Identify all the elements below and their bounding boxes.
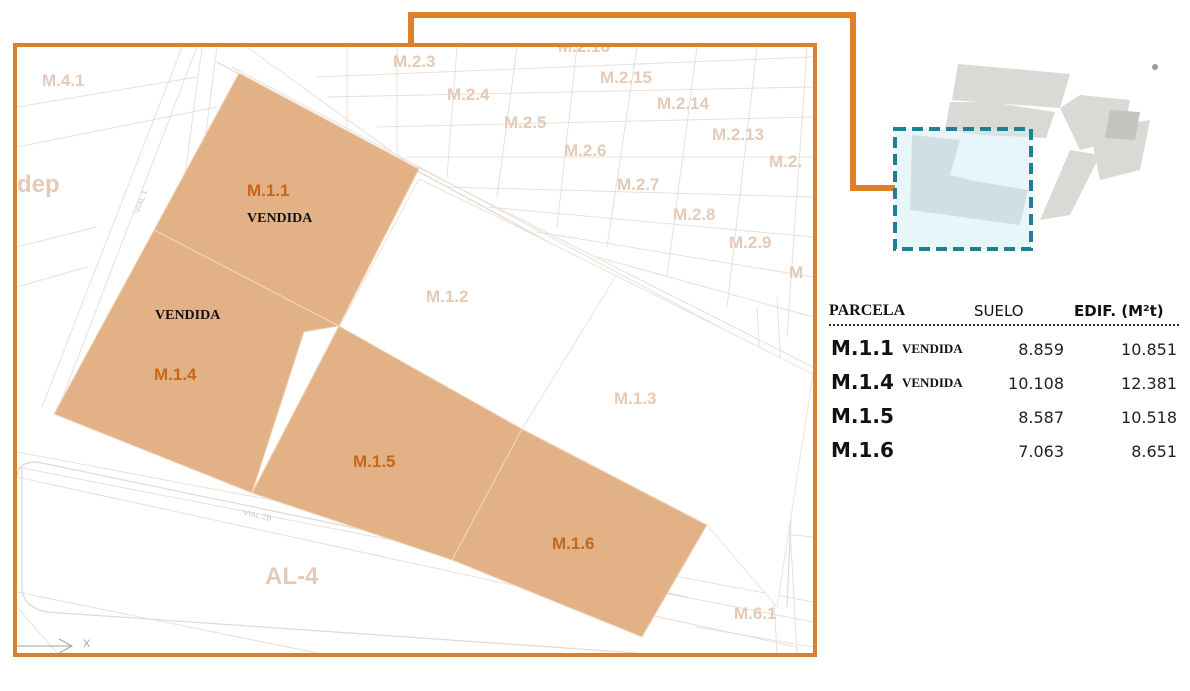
table-row: M.1.5 8.587 10.518: [829, 394, 1179, 428]
overview-blocks: [945, 64, 1150, 220]
block-label: M.2.: [769, 152, 803, 171]
parcel-label-m11: M.1.1: [247, 181, 290, 200]
block-label: M.1.2: [426, 287, 469, 306]
row-id: M.1.6: [831, 438, 894, 462]
table-row: M.1.6 7.063 8.651: [829, 428, 1179, 462]
block-label: M.2.3: [393, 52, 436, 71]
row-edif: 12.381: [1121, 374, 1177, 393]
block-label: M.2.7: [617, 175, 660, 194]
site-plan: [17, 47, 813, 653]
block-label: M.6.1: [734, 604, 777, 623]
row-id: M.1.5: [831, 404, 894, 428]
compass-label: X: [83, 638, 91, 650]
header-suelo: SUELO: [974, 302, 1024, 320]
parcel-label-m14: M.1.4: [154, 365, 197, 384]
parcel-label-m15: M.1.5: [353, 452, 396, 471]
block-label: M.4.1: [42, 71, 85, 90]
block-label: M.2.4: [447, 85, 490, 104]
row-edif: 10.518: [1121, 408, 1177, 427]
table-header: PARCELA SUELO EDIF. (M²t): [829, 300, 1179, 326]
block-label: M.2.5: [504, 113, 547, 132]
parcel-table: PARCELA SUELO EDIF. (M²t) M.1.1 VENDIDA …: [829, 300, 1179, 462]
block-label: AL-4: [265, 563, 319, 590]
header-edif: EDIF. (M²t): [1074, 302, 1164, 320]
overview-map[interactable]: [850, 40, 1180, 280]
row-suelo: 8.859: [1018, 340, 1064, 359]
parcel-label-m16: M.1.6: [552, 534, 595, 553]
block-label: M.2.9: [729, 233, 772, 252]
block-label: dep: [17, 171, 60, 198]
block-label: M.2.6: [564, 141, 607, 160]
row-id: M.1.4: [831, 370, 894, 394]
row-status: VENDIDA: [902, 341, 963, 356]
block-label: M.2.15: [600, 68, 652, 87]
dot-icon: [1152, 64, 1158, 70]
block-label: M.1.3: [614, 389, 657, 408]
row-suelo: 8.587: [1018, 408, 1064, 427]
north-arrow-icon: [17, 638, 74, 653]
sold-tag-m11: VENDIDA: [247, 211, 313, 226]
row-edif: 10.851: [1121, 340, 1177, 359]
block-label: M.2.8: [673, 205, 716, 224]
row-suelo: 7.063: [1018, 442, 1064, 461]
table-row: M.1.1 VENDIDA 8.859 10.851: [829, 326, 1179, 360]
table-row: M.1.4 VENDIDA 10.108 12.381: [829, 360, 1179, 394]
block-label: M: [789, 263, 804, 282]
sold-tag-m14: VENDIDA: [155, 308, 221, 323]
row-suelo: 10.108: [1008, 374, 1064, 393]
row-id: M.1.1: [831, 336, 894, 360]
map-frame[interactable]: M.4.1 M.2.3 M.2.16 M.2.15 M.2.4 M.2.14 M…: [13, 43, 817, 657]
row-status: VENDIDA: [902, 375, 963, 390]
block-label: M.2.13: [712, 125, 764, 144]
block-label: M.2.16: [558, 43, 610, 56]
block-label: M.2.14: [657, 94, 709, 113]
header-parcela: PARCELA: [829, 302, 906, 319]
row-edif: 8.651: [1131, 442, 1177, 461]
inset-selection-frame: [893, 127, 1033, 251]
